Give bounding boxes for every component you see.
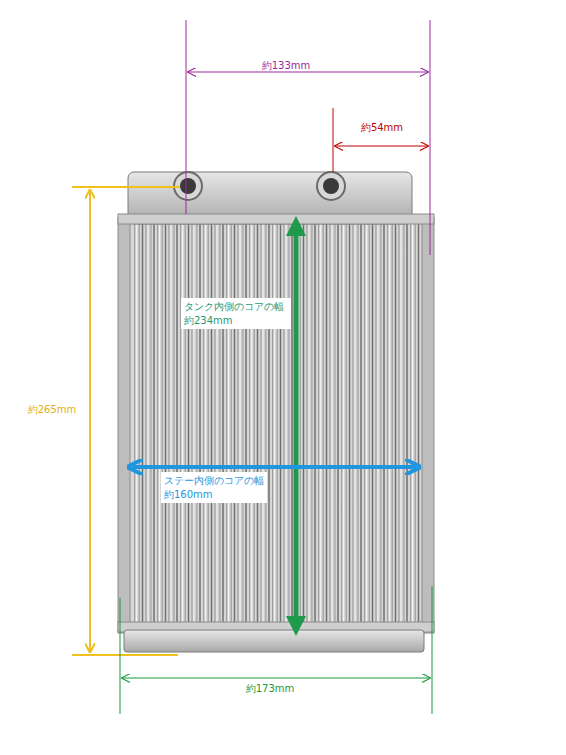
core-tube bbox=[364, 224, 370, 624]
core-tube bbox=[410, 224, 416, 624]
dimension-label: 約265mm bbox=[28, 404, 77, 416]
pipe-port bbox=[317, 172, 345, 200]
core-fin bbox=[291, 224, 293, 624]
side-stay bbox=[422, 218, 434, 633]
core-fin bbox=[360, 224, 362, 624]
core-tube bbox=[318, 224, 324, 624]
core-fin bbox=[165, 224, 167, 624]
core-fin bbox=[222, 224, 224, 624]
core-fin bbox=[153, 224, 155, 624]
core-tube bbox=[134, 224, 140, 624]
core-tube bbox=[353, 224, 359, 624]
extension-line bbox=[333, 108, 334, 172]
extension-line bbox=[72, 654, 178, 656]
core-tube bbox=[192, 224, 198, 624]
dimension-text: タンク内側のコアの幅 約234mm bbox=[184, 300, 288, 327]
core-tube bbox=[157, 224, 163, 624]
extension-line bbox=[186, 20, 187, 214]
pipe-hole bbox=[323, 178, 339, 194]
core-fin bbox=[349, 224, 351, 624]
core-fin bbox=[372, 224, 374, 624]
extension-line bbox=[72, 186, 180, 188]
core-fin bbox=[188, 224, 190, 624]
core-fin bbox=[314, 224, 316, 624]
core-fin bbox=[268, 224, 270, 624]
extension-line bbox=[432, 586, 433, 714]
core-fin bbox=[418, 224, 420, 624]
core-fin bbox=[176, 224, 178, 624]
core-fin bbox=[234, 224, 236, 624]
core-fin bbox=[199, 224, 201, 624]
extension-line bbox=[120, 598, 121, 714]
core-tube bbox=[226, 224, 232, 624]
core-fin bbox=[211, 224, 213, 624]
core-tube bbox=[146, 224, 152, 624]
core-tube bbox=[376, 224, 382, 624]
dimension-arrow bbox=[132, 465, 416, 469]
core-fin bbox=[326, 224, 328, 624]
core-tube bbox=[307, 224, 313, 624]
core-fin bbox=[245, 224, 247, 624]
core-fin bbox=[406, 224, 408, 624]
core-tube bbox=[387, 224, 393, 624]
bottom-tank bbox=[124, 630, 424, 652]
core-tube bbox=[215, 224, 221, 624]
core-tube bbox=[169, 224, 175, 624]
dimension-text: ステー内側のコアの幅 約160mm bbox=[164, 474, 264, 501]
core-tube bbox=[341, 224, 347, 624]
core-tube bbox=[272, 224, 278, 624]
tank-plate bbox=[118, 214, 434, 224]
side-stay bbox=[118, 218, 130, 633]
dimension-label: 約133mm bbox=[262, 60, 311, 72]
pipe-hole bbox=[180, 178, 196, 194]
core-tube bbox=[180, 224, 186, 624]
extension-line bbox=[430, 20, 431, 255]
dimension-arrow bbox=[294, 222, 299, 630]
dimension-arrow bbox=[188, 72, 428, 73]
core-tube bbox=[203, 224, 209, 624]
dimension-label: 約173mm bbox=[246, 683, 295, 695]
core-fin bbox=[395, 224, 397, 624]
core-tube bbox=[261, 224, 267, 624]
core-fin bbox=[383, 224, 385, 624]
core-tube bbox=[330, 224, 336, 624]
dimension-note: タンク内側のコアの幅 約234mm bbox=[181, 298, 291, 329]
core-tube bbox=[399, 224, 405, 624]
dimension-arrow bbox=[122, 678, 430, 679]
core-fin bbox=[142, 224, 144, 624]
core-tube bbox=[238, 224, 244, 624]
core-fin bbox=[337, 224, 339, 624]
core-fins bbox=[134, 224, 419, 624]
dimension-label: 約54mm bbox=[361, 122, 403, 134]
dimension-note: ステー内側のコアの幅 約160mm bbox=[161, 472, 267, 503]
dimension-arrow bbox=[89, 190, 91, 652]
core-tube bbox=[249, 224, 255, 624]
core-tube bbox=[284, 224, 290, 624]
core-body bbox=[124, 222, 430, 627]
core-fin bbox=[280, 224, 282, 624]
dimension-arrow bbox=[335, 146, 428, 147]
core-fin bbox=[257, 224, 259, 624]
core-fin bbox=[303, 224, 305, 624]
